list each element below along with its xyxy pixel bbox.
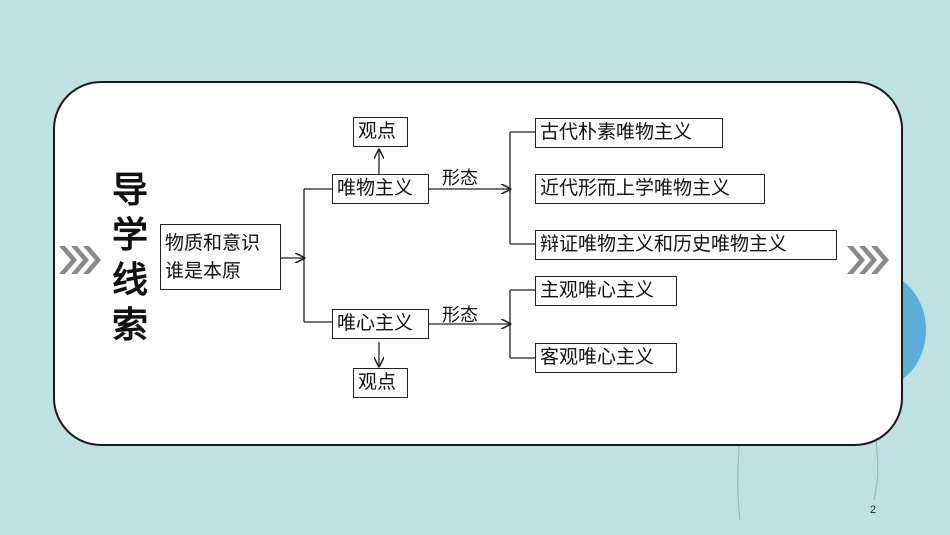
materialism-form-label: 形态 bbox=[442, 168, 478, 189]
materialism-form-1: 古代朴素唯物主义 bbox=[535, 118, 723, 148]
title-char: 学 bbox=[111, 215, 148, 256]
idealism-form-label: 形态 bbox=[442, 305, 478, 326]
idealism-view-box: 观点 bbox=[353, 368, 408, 398]
page-number: 2 bbox=[870, 504, 877, 516]
materialism-view-box: 观点 bbox=[353, 117, 408, 147]
idealism-form-1: 主观唯心主义 bbox=[535, 276, 677, 306]
concept-diagram: 物质和意识 谁是本原 观点 唯物主义 形态 古代朴素唯物主义 近代形而上学唯物主… bbox=[157, 114, 841, 403]
materialism-box: 唯物主义 bbox=[332, 174, 429, 204]
title-char: 线 bbox=[111, 260, 148, 301]
chevron-right-icon bbox=[55, 240, 101, 280]
idealism-box: 唯心主义 bbox=[332, 309, 429, 339]
root-line-2: 谁是本原 bbox=[165, 260, 242, 282]
materialism-form-3: 辩证唯物主义和历史唯物主义 bbox=[535, 230, 837, 260]
idealism-form-2: 客观唯心主义 bbox=[535, 343, 677, 373]
materialism-form-2: 近代形而上学唯物主义 bbox=[535, 174, 765, 204]
connector-lines bbox=[281, 131, 535, 403]
chevron-right-icon bbox=[843, 240, 889, 280]
root-question-box: 物质和意识 谁是本原 bbox=[160, 224, 281, 290]
root-line-1: 物质和意识 bbox=[165, 232, 261, 254]
title-char: 索 bbox=[111, 305, 148, 346]
title-char: 导 bbox=[111, 170, 148, 211]
section-title: 导学线索 bbox=[104, 168, 156, 348]
